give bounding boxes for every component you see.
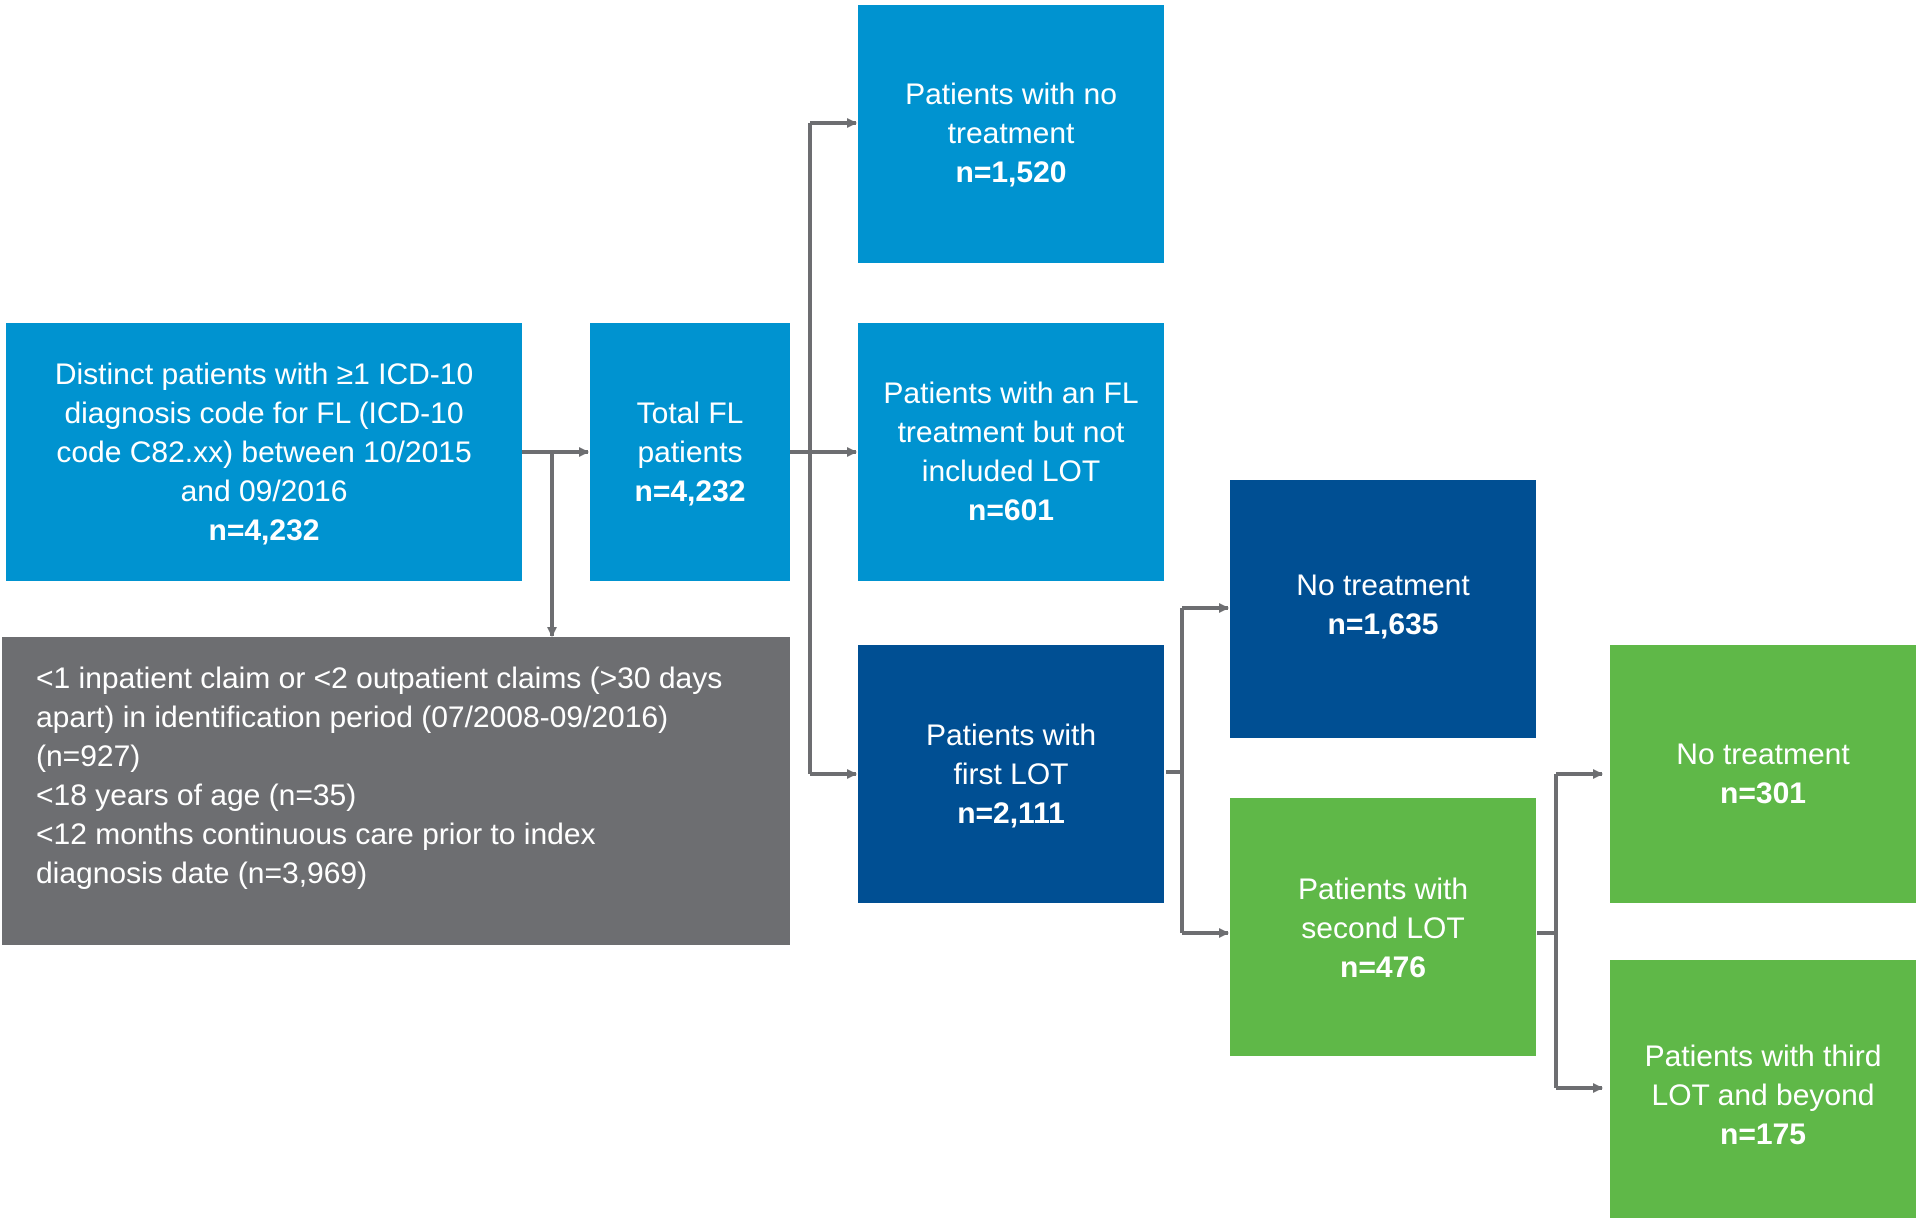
box-second-lot: Patients with second LOT n=476	[1230, 798, 1536, 1056]
box-total-fl-patients-line: Total FL	[636, 396, 744, 430]
box-second-no-treatment-line: No treatment	[1676, 738, 1850, 771]
box-no-treatment-count: n=1,520	[955, 156, 1067, 189]
box-distinct-patients-line: code C82.xx) between 10/2015	[56, 435, 472, 469]
exclusion-line: <12 months continuous care prior to inde…	[36, 818, 596, 851]
box-first-lot: Patients with first LOT n=2,111	[858, 645, 1164, 903]
exclusion-line: apart) in identification period (07/2008…	[36, 701, 669, 734]
box-no-treatment-line: Patients with no	[905, 78, 1117, 111]
box-first-no-treatment-count: n=1,635	[1327, 608, 1439, 641]
box-fl-treatment-count: n=601	[968, 494, 1054, 527]
box-third-lot-count: n=175	[1720, 1118, 1806, 1151]
box-first-lot-line: first LOT	[953, 757, 1069, 791]
box-fl-treatment-line: Patients with an FL	[883, 377, 1139, 410]
box-distinct-patients-line: and 09/2016	[180, 474, 348, 508]
box-third-lot: Patients with third LOT and beyond n=175	[1610, 960, 1916, 1218]
box-third-lot-line: LOT and beyond	[1651, 1079, 1875, 1112]
exclusion-line: <18 years of age (n=35)	[36, 779, 357, 812]
box-second-no-treatment-count: n=301	[1720, 777, 1806, 810]
box-no-treatment-line: treatment	[947, 117, 1075, 150]
exclusion-line: (n=927)	[36, 740, 141, 773]
exclusion-line: diagnosis date (n=3,969)	[36, 857, 368, 890]
box-exclusion-criteria: <1 inpatient claim or <2 outpatient clai…	[2, 637, 790, 945]
box-first-no-treatment-line: No treatment	[1296, 569, 1470, 602]
box-distinct-patients-line: Distinct patients with ≥1 ICD-10	[54, 357, 474, 391]
box-first-no-treatment: No treatment n=1,635	[1230, 480, 1536, 738]
box-total-fl-patients: Total FL patients n=4,232	[590, 323, 790, 581]
box-first-lot-count: n=2,111	[957, 796, 1065, 830]
box-third-lot-line: Patients with third	[1644, 1040, 1882, 1073]
box-fl-treatment-line: included LOT	[921, 455, 1101, 488]
box-distinct-patients-count: n=4,232	[208, 513, 320, 547]
box-second-no-treatment: No treatment n=301	[1610, 645, 1916, 903]
box-distinct-patients-line: diagnosis code for FL (ICD-10	[64, 396, 464, 430]
box-total-fl-patients-count: n=4,232	[634, 474, 746, 508]
box-fl-treatment-not-lot: Patients with an FL treatment but not in…	[858, 323, 1164, 581]
box-second-lot-line: second LOT	[1301, 912, 1465, 945]
box-second-lot-count: n=476	[1340, 951, 1426, 984]
box-fl-treatment-line: treatment but not	[897, 416, 1125, 449]
box-no-treatment: Patients with no treatment n=1,520	[858, 5, 1164, 263]
box-second-lot-line: Patients with	[1297, 873, 1469, 906]
box-distinct-patients: Distinct patients with ≥1 ICD-10 diagnos…	[6, 323, 522, 581]
exclusion-line: <1 inpatient claim or <2 outpatient clai…	[36, 662, 723, 695]
box-first-lot-line: Patients with	[925, 718, 1097, 752]
box-total-fl-patients-line: patients	[637, 435, 743, 469]
